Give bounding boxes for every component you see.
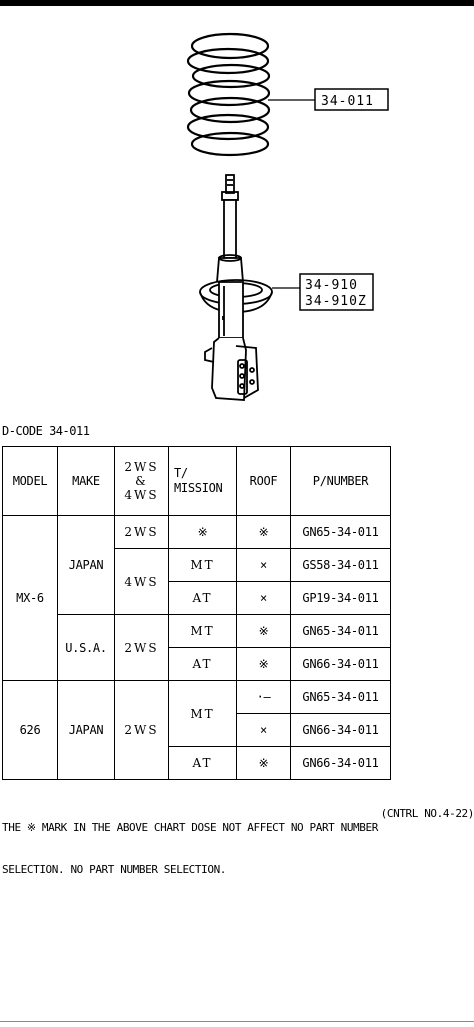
- table-row: AT ※ GN66-34-011: [3, 647, 391, 681]
- roof-cell: ※: [236, 614, 291, 648]
- roof-cell: ×: [236, 581, 291, 615]
- make-cell: JAPAN: [57, 515, 115, 615]
- model-cell: MX-6: [2, 515, 58, 681]
- part-number-cell: GN65-34-011: [290, 614, 391, 648]
- bottom-border: [0, 1021, 474, 1022]
- transmission-cell: MT: [168, 680, 237, 747]
- transmission-cell: AT: [168, 581, 237, 615]
- dcode-label: D-CODE 34-011: [2, 424, 90, 438]
- header-ws: 2WS & 4WS: [114, 446, 169, 516]
- transmission-cell: MT: [168, 548, 237, 582]
- strut-illustration: [199, 174, 273, 401]
- strut-callout-box: [299, 273, 374, 311]
- header-roof: ROOF: [236, 446, 291, 516]
- transmission-cell: AT: [168, 647, 237, 681]
- footnote: THE ※ MARK IN THE ABOVE CHART DOSE NOT A…: [2, 793, 474, 905]
- table-row: MX-6 JAPAN 2WS ※ ※ GN65-34-011: [2, 515, 391, 681]
- transmission-cell: MT: [168, 614, 237, 648]
- spring-callout-box: [314, 88, 389, 111]
- header-part-number: P/NUMBER: [290, 446, 391, 516]
- parts-diagram: 34-011 34-910 34-910Z: [186, 32, 389, 401]
- part-number-cell: GS58-34-011: [290, 548, 391, 582]
- ws-cell: 2WS: [114, 614, 169, 681]
- table-row: 4WS MT × GS58-34-011: [3, 548, 391, 615]
- footnote-line-2: SELECTION. NO PART NUMBER SELECTION.: [2, 863, 227, 876]
- strut-callout-2: 34-910Z: [305, 294, 367, 309]
- roof-cell: ※: [236, 647, 291, 681]
- part-number-cell: GN65-34-011: [290, 515, 391, 549]
- parts-table: MODEL MAKE 2WS & 4WS T/ MISSION ROOF P/N…: [2, 446, 391, 780]
- roof-cell: ×: [236, 548, 291, 582]
- table-row: × GN66-34-011: [3, 713, 391, 747]
- ws-cell: 2WS: [114, 515, 169, 549]
- ws-cell: 4WS: [114, 548, 169, 615]
- ws-cell: 2WS: [114, 680, 169, 780]
- make-cell: JAPAN: [57, 680, 115, 780]
- table-row: 626 JAPAN 2WS MT ·— GN65-34-011: [2, 680, 391, 780]
- strut-callout-1: 34-910: [305, 278, 358, 293]
- table-row: AT × GP19-34-011: [3, 581, 391, 615]
- part-number-cell: GN66-34-011: [290, 713, 391, 747]
- coil-spring-illustration: [186, 32, 271, 157]
- roof-cell: ※: [236, 746, 291, 780]
- make-cell: U.S.A.: [57, 614, 115, 681]
- table-row: AT ※ GN66-34-011: [3, 746, 391, 780]
- part-number-cell: GP19-34-011: [290, 581, 391, 615]
- part-number-cell: GN66-34-011: [290, 647, 391, 681]
- transmission-cell: ※: [168, 515, 237, 549]
- part-number-cell: GN66-34-011: [290, 746, 391, 780]
- part-number-cell: GN65-34-011: [290, 680, 391, 714]
- table-header-row: MODEL MAKE 2WS & 4WS T/ MISSION ROOF P/N…: [2, 446, 391, 516]
- spring-callout: 34-011: [321, 94, 374, 109]
- header-make: MAKE: [57, 446, 115, 516]
- header-transmission: T/ MISSION: [168, 446, 237, 516]
- roof-cell: ×: [236, 713, 291, 747]
- table-row: U.S.A. 2WS MT ※ GN65-34-011: [3, 614, 391, 681]
- roof-cell: ·—: [236, 680, 291, 714]
- footnote-line-1: THE ※ MARK IN THE ABOVE CHART DOSE NOT A…: [2, 821, 378, 834]
- header-model: MODEL: [2, 446, 58, 516]
- roof-cell: ※: [236, 515, 291, 549]
- transmission-cell: AT: [168, 746, 237, 780]
- control-number: (CNTRL NO.4-22): [380, 807, 474, 820]
- model-cell: 626: [2, 680, 58, 780]
- top-border: [0, 0, 474, 6]
